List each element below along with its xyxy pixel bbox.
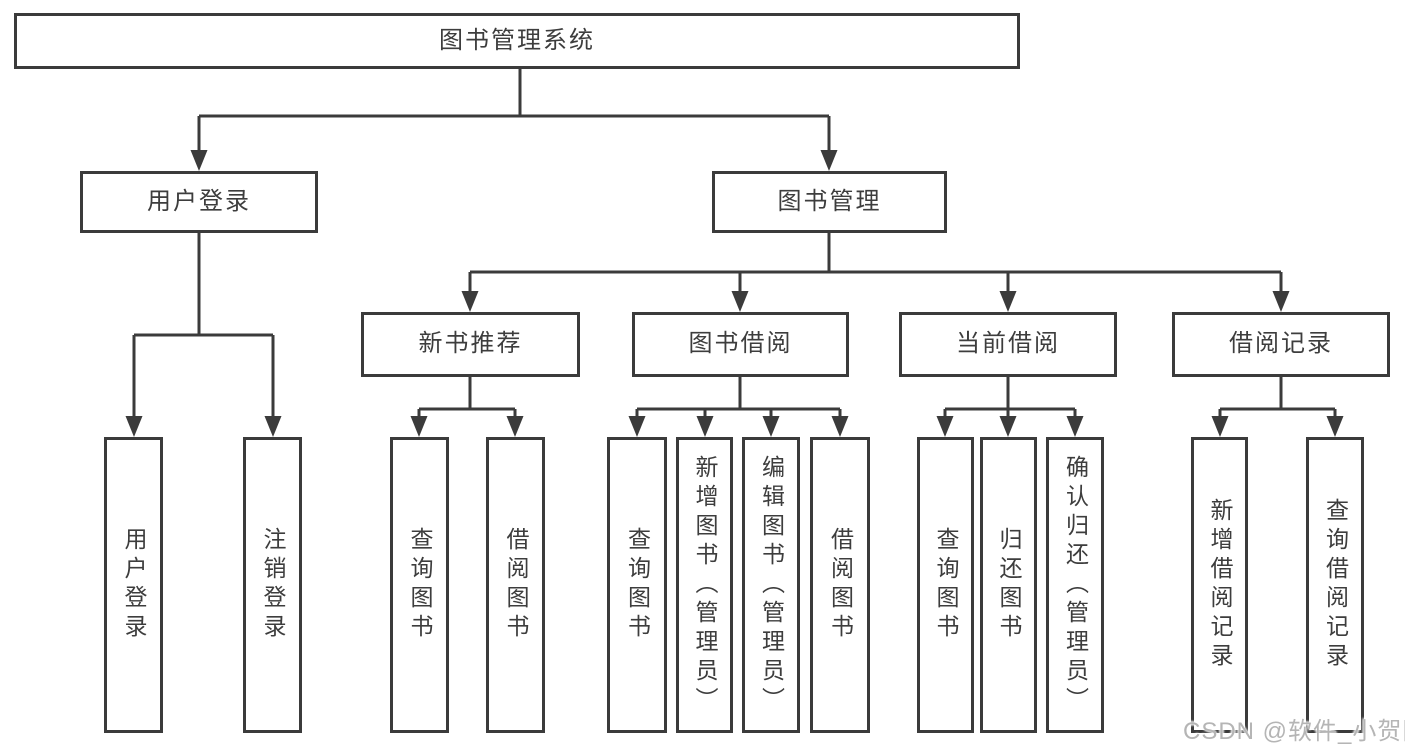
leaf-add-borrow-record: 新增借阅记录 xyxy=(1191,437,1248,733)
node-user-login: 用户登录 xyxy=(80,171,318,233)
leaf-query-borrow-record: 查询借阅记录 xyxy=(1306,437,1364,733)
leaf-query-books-recommend: 查询图书 xyxy=(390,437,449,733)
leaf-user-login: 用户登录 xyxy=(104,437,163,733)
node-book-management: 图书管理 xyxy=(712,171,947,233)
node-borrowing-records: 借阅记录 xyxy=(1172,312,1390,377)
leaf-confirm-return-admin: 确认归还（管理员） xyxy=(1046,437,1104,733)
node-new-book-recommendation: 新书推荐 xyxy=(361,312,580,377)
node-current-borrowing: 当前借阅 xyxy=(899,312,1117,377)
leaf-return-book: 归还图书 xyxy=(980,437,1037,733)
node-book-borrowing: 图书借阅 xyxy=(632,312,849,377)
csdn-watermark: CSDN @软件_小贺同学 xyxy=(1183,718,1405,745)
leaf-logout-login: 注销登录 xyxy=(243,437,302,733)
node-library-management-system: 图书管理系统 xyxy=(14,13,1020,69)
leaf-query-books-borrowing: 查询图书 xyxy=(607,437,667,733)
leaf-borrow-books-recommend: 借阅图书 xyxy=(486,437,545,733)
leaf-borrow-books-borrowing: 借阅图书 xyxy=(810,437,870,733)
leaf-edit-book-admin: 编辑图书（管理员） xyxy=(742,437,800,733)
leaf-query-books-current: 查询图书 xyxy=(917,437,974,733)
leaf-add-book-admin: 新增图书（管理员） xyxy=(676,437,733,733)
